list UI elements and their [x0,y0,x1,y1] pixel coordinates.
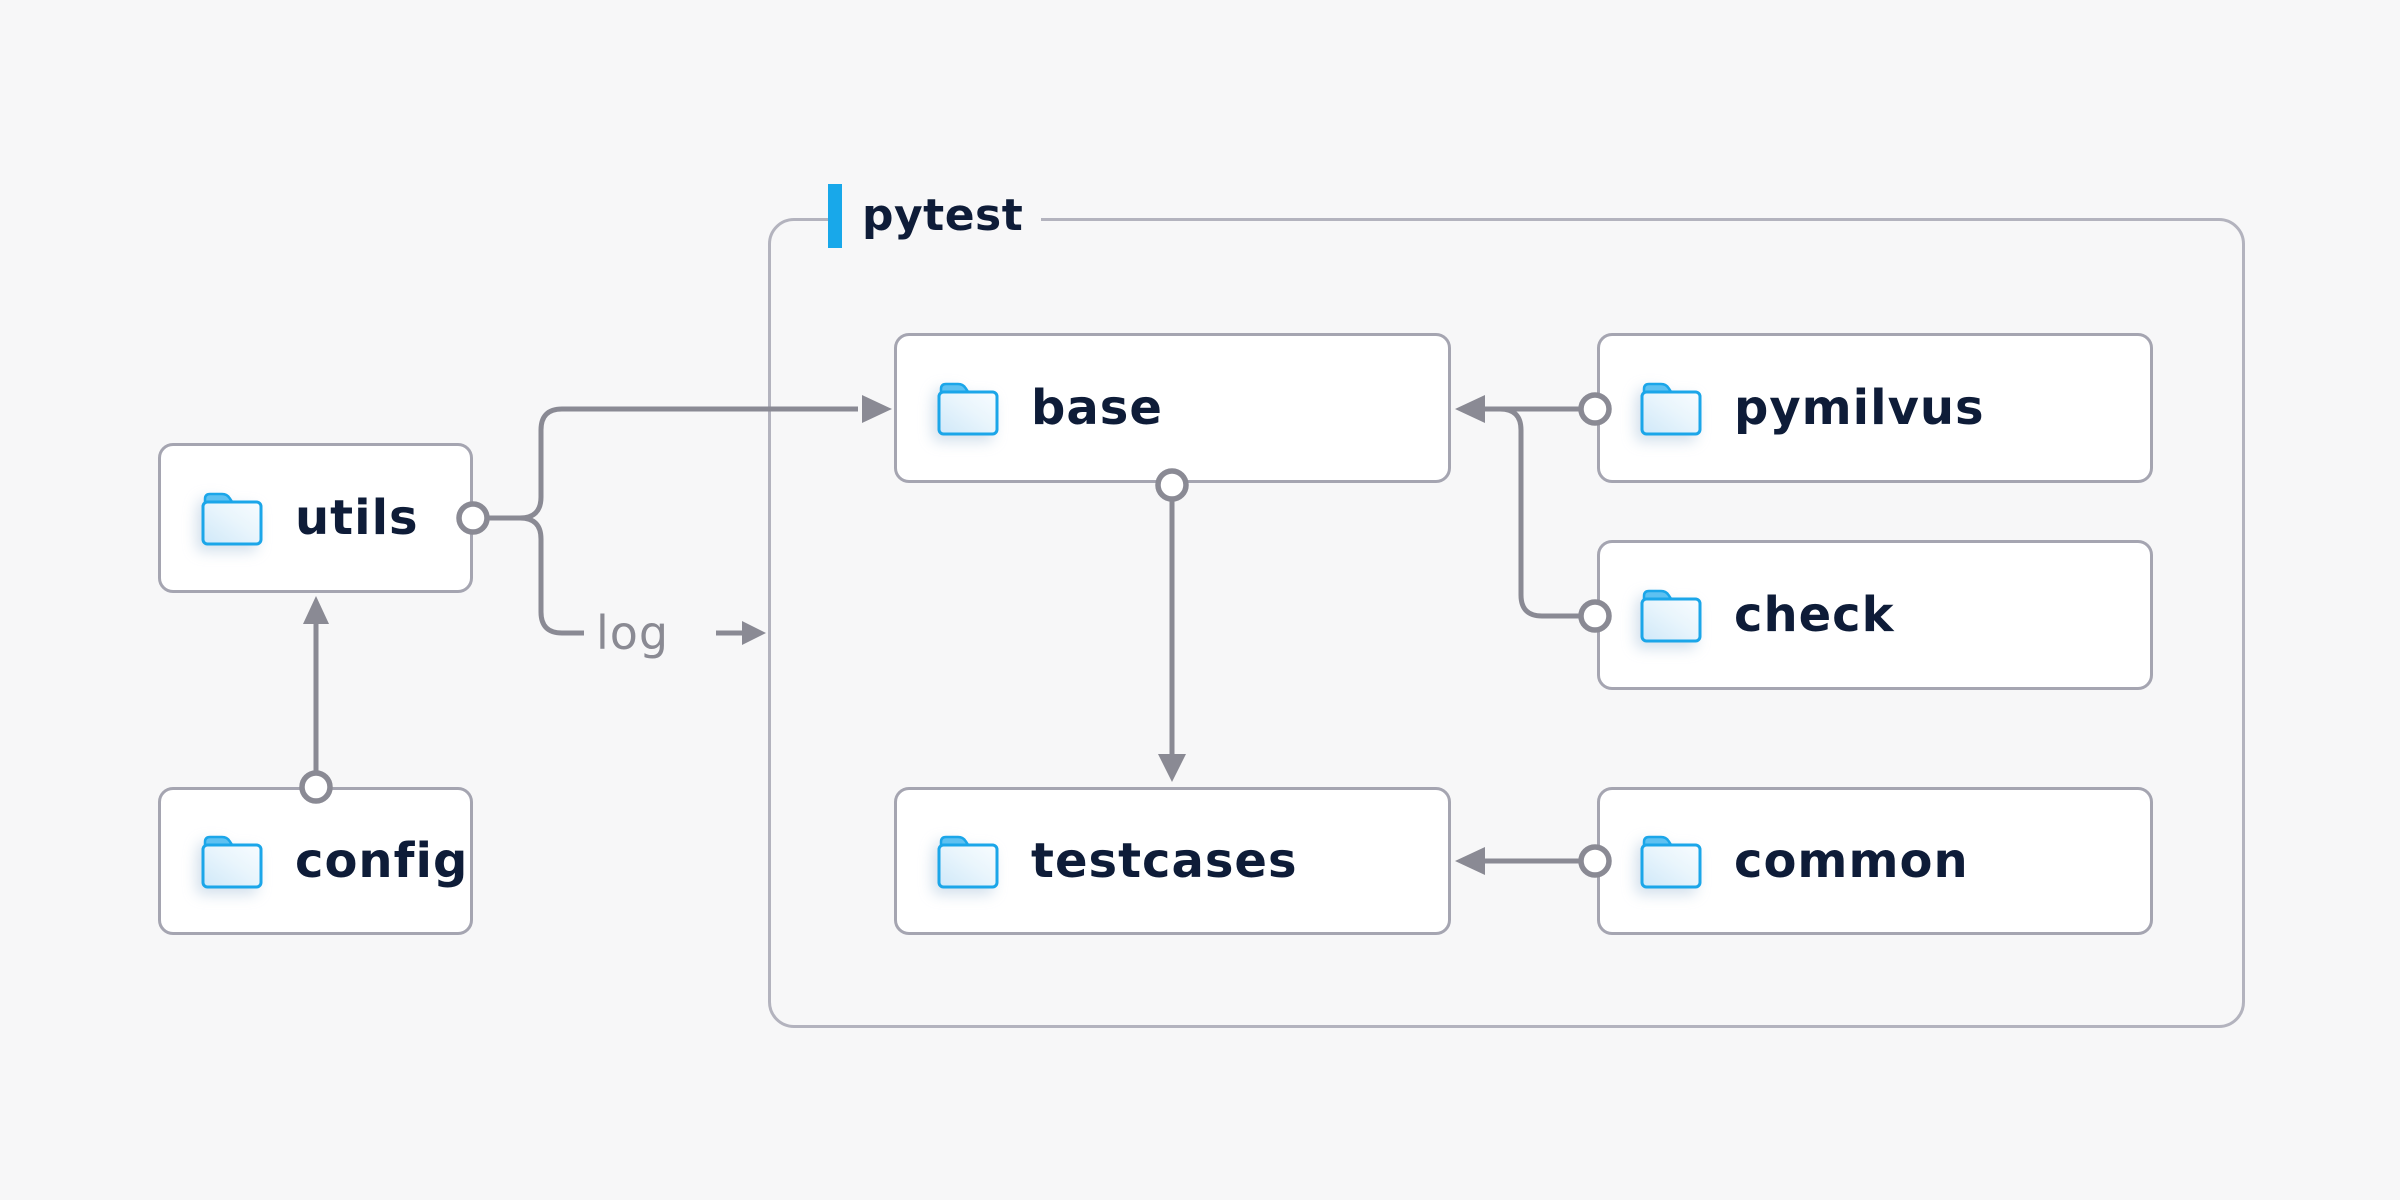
arrowhead-up-utils [303,596,329,624]
arrowhead-right-pytest [742,621,766,645]
folder-icon [201,835,263,889]
node-base: base [894,333,1451,483]
node-check: check [1597,540,2153,690]
folder-icon [1640,835,1702,889]
node-utils: utils [158,443,473,593]
edge-utils-to-log [519,515,584,636]
node-pymilvus: pymilvus [1597,333,2153,483]
node-label: utils [295,490,419,546]
node-label: base [1031,380,1163,436]
node-label: testcases [1031,833,1298,889]
node-testcases: testcases [894,787,1451,935]
node-label: pymilvus [1734,380,1985,436]
edge-label-log: log [596,606,670,660]
pytest-group-label: pytest [828,184,1042,248]
pytest-group-title: pytest [842,184,1042,248]
accent-bar [828,184,842,248]
folder-icon [1640,589,1702,643]
folder-icon [1640,382,1702,436]
node-label: config [295,833,469,889]
node-config: config [158,787,473,935]
folder-icon [201,492,263,546]
node-label: check [1734,587,1895,643]
node-common: common [1597,787,2153,935]
pytest-group-container [768,218,2245,1028]
folder-icon [937,835,999,889]
node-label: common [1734,833,1969,889]
folder-icon [937,382,999,436]
